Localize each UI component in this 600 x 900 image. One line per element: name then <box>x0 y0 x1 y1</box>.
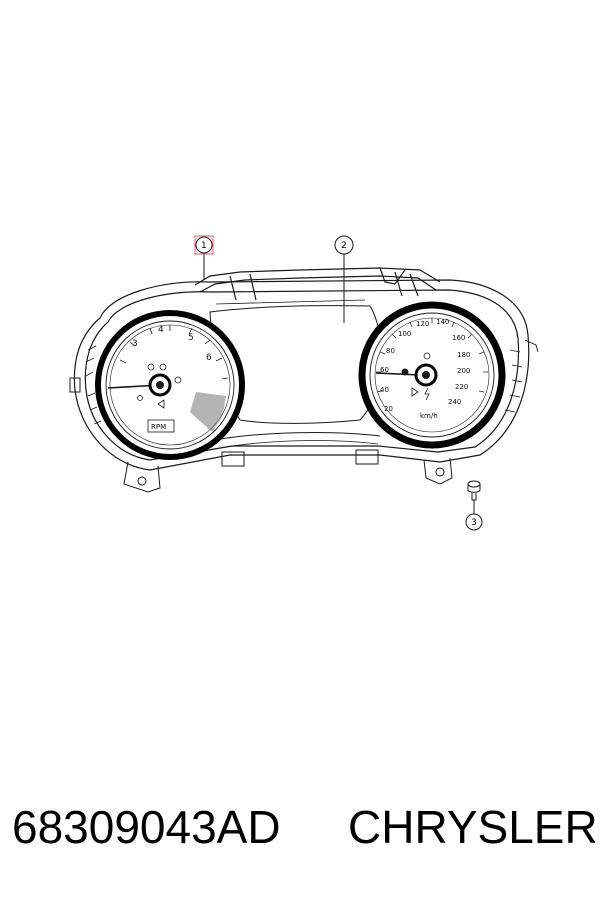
cluster-housing <box>69 267 539 493</box>
indicator-light-icon <box>147 363 155 371</box>
tachometer-number: 6 <box>206 353 212 363</box>
callout-2-label: 2 <box>341 241 347 251</box>
indicator-light-icon <box>174 376 182 384</box>
speedometer-number: 120 <box>416 320 429 328</box>
speedometer-needle <box>375 372 421 376</box>
tachometer-redline-zone <box>190 392 226 432</box>
callout-3: 3 <box>465 500 483 531</box>
callout-1-bubble <box>195 236 213 254</box>
arrow-left-icon <box>157 399 165 409</box>
speedometer-number: 220 <box>455 383 468 391</box>
tachometer-number: 3 <box>132 339 138 349</box>
indicator-light-icon <box>159 363 167 371</box>
callout-3-bubble <box>465 513 483 531</box>
speedometer-number: 200 <box>457 367 470 375</box>
callout-1-label: 1 <box>201 241 207 251</box>
speedometer-number: 20 <box>384 405 393 413</box>
tachometer-gauge: 3 4 5 6 RPM <box>95 310 245 460</box>
speedometer-number: 100 <box>398 330 411 338</box>
indicator-light-icon <box>137 395 143 401</box>
speedometer-number: 180 <box>457 351 470 359</box>
speedometer-gauge: 20 40 60 80 100 120 140 160 180 200 220 … <box>358 301 506 449</box>
arrow-right-icon <box>411 387 419 397</box>
speedometer-number: 40 <box>380 386 389 394</box>
callout-1-highlight <box>194 235 214 255</box>
tachometer-label: RPM <box>151 423 166 431</box>
part-number: 68309043AD <box>12 801 281 853</box>
speedometer-number: 160 <box>452 334 465 342</box>
callout-2-bubble <box>334 235 354 255</box>
tachometer-number: 4 <box>158 325 164 335</box>
speedometer-number: 80 <box>386 347 395 355</box>
speedometer-number: 140 <box>436 318 449 326</box>
indicator-light-icon <box>401 368 409 376</box>
speedometer-unit: km/h <box>420 412 438 420</box>
indicator-light-icon <box>423 352 431 360</box>
speedometer-number: 60 <box>380 366 389 374</box>
speedometer-number: 240 <box>448 398 461 406</box>
tachometer-number: 5 <box>188 333 194 343</box>
mounting-screw <box>467 480 481 501</box>
callout-1: 1 <box>194 235 214 280</box>
lightning-icon <box>424 387 430 401</box>
part-caption: 68309043AD CHRYSLER <box>12 800 598 870</box>
brand-name: CHRYSLER <box>348 801 598 853</box>
callout-3-label: 3 <box>471 518 477 528</box>
tachometer-label-badge <box>147 419 175 433</box>
callout-2: 2 <box>334 235 354 323</box>
